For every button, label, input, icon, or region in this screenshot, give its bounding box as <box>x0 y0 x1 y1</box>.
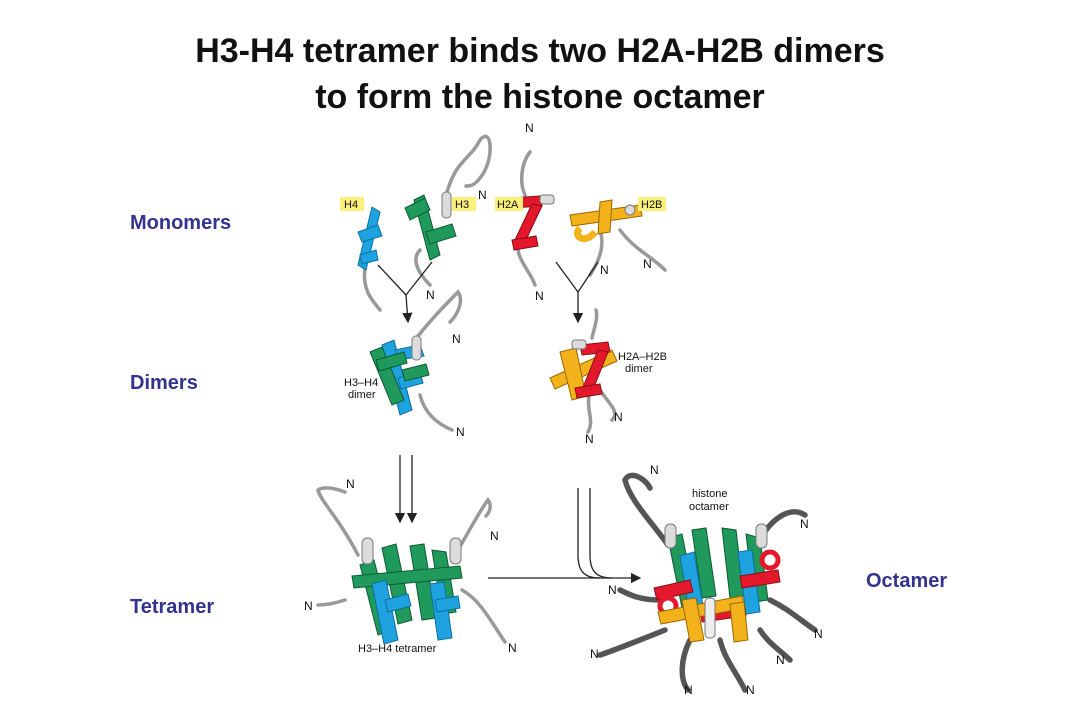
terminus-label: N <box>776 653 785 667</box>
terminus-label: N <box>684 683 693 697</box>
monomer-to-dimer-arrows <box>377 261 599 324</box>
title-line-2: to form the histone octamer <box>315 78 765 116</box>
label-tetramer: Tetramer <box>130 596 215 618</box>
terminus-label: N <box>525 121 534 135</box>
terminus-label: N <box>814 627 823 641</box>
h4-tag-label: H4 <box>344 199 358 211</box>
h3-h4-tetramer <box>316 486 507 645</box>
h3-h4-dimer <box>369 289 463 432</box>
terminus-label: N <box>590 647 599 661</box>
label-octamer: Octamer <box>866 570 948 592</box>
h3-tag-label: H3 <box>455 199 469 211</box>
terminus-label: N <box>800 517 809 531</box>
h2b-monomer <box>569 199 667 277</box>
terminus-label: N <box>535 289 544 303</box>
h4-tag <box>340 197 364 211</box>
terminus-label: N <box>304 599 313 613</box>
terminus-label: N <box>452 332 461 346</box>
h3-tag <box>452 197 476 211</box>
terminus-label: N <box>746 683 755 697</box>
h2a-h2b-dimer-label-2: dimer <box>625 363 653 375</box>
label-monomers: Monomers <box>130 212 232 234</box>
terminus-label: N <box>643 257 652 271</box>
h2b-tag-label: H2B <box>641 199 662 211</box>
label-dimers: Dimers <box>130 372 198 394</box>
page-title: H3-H4 tetramer binds two H2A-H2B dimers … <box>0 28 1080 120</box>
terminus-label: N <box>600 263 609 277</box>
tetramer-to-octamer-arrows <box>488 488 642 584</box>
terminus-label: N <box>456 425 465 439</box>
terminus-label: N <box>478 188 487 202</box>
octamer-label-1: histone <box>692 488 727 500</box>
h2a-tag <box>495 197 523 211</box>
h2a-tag-label: H2A <box>497 199 519 211</box>
histone-octamer <box>597 472 818 693</box>
terminus-label: N <box>614 410 623 424</box>
h4-monomer <box>357 206 383 312</box>
octamer-label-2: octamer <box>689 501 729 513</box>
terminus-label: N <box>426 288 435 302</box>
h2a-h2b-dimer <box>549 308 618 434</box>
h3-h4-dimer-label-2: dimer <box>348 389 376 401</box>
terminus-label: N <box>608 583 617 597</box>
terminus-label: N <box>346 477 355 491</box>
h2b-tag <box>638 197 666 211</box>
h3-h4-dimer-label-1: H3–H4 <box>344 377 378 389</box>
h3-monomer <box>404 134 492 287</box>
terminus-label: N <box>650 463 659 477</box>
title-line-1: H3-H4 tetramer binds two H2A-H2B dimers <box>195 32 885 70</box>
h2a-h2b-dimer-label-1: H2A–H2B <box>618 351 667 363</box>
h2a-monomer <box>509 150 555 287</box>
terminus-label: N <box>508 641 517 655</box>
terminus-label: N <box>585 432 594 446</box>
dimer-to-tetramer-arrows <box>394 455 418 524</box>
terminus-label: N <box>490 529 499 543</box>
tetramer-label: H3–H4 tetramer <box>358 643 437 655</box>
